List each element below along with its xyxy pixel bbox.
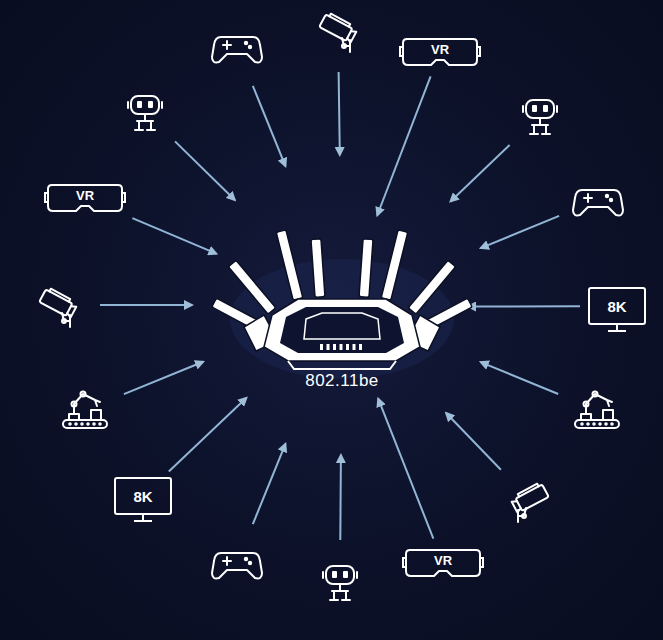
standard-label: 802.11be [305,371,379,391]
signal-arrow [481,362,558,394]
signal-arrow [446,413,501,470]
arm-icon [63,392,107,429]
signal-arrow [377,76,430,215]
signal-arrow [339,455,342,540]
signal-arrow [451,145,510,201]
signal-arrow [468,305,580,307]
device-label: VR [434,553,452,568]
camera-icon [39,287,78,327]
arm-icon [575,392,619,429]
vr-headset: VR [400,35,480,69]
monitor-8k: 8K [114,477,172,515]
robot-icon [128,96,162,130]
signal-arrow [175,141,235,200]
router-illustration [220,219,464,395]
device-label: VR [431,42,449,57]
signal-arrow [253,86,286,166]
gamepad-icon [573,190,623,215]
robot-icon [523,100,557,134]
wifi-router: 802.11be [220,219,464,395]
signal-arrow [100,304,192,306]
robot-icon [323,566,357,600]
device-label: VR [76,188,94,203]
vr-headset: VR [45,181,125,215]
vr-headset: VR [403,546,483,580]
signal-arrow [169,398,247,472]
device-label: 8K [133,488,152,505]
gamepad-icon [212,37,262,62]
gamepad-icon [212,553,262,578]
camera-icon [319,12,358,52]
signal-arrow [378,399,433,539]
signal-arrow [253,444,286,524]
signal-arrow [132,218,216,254]
camera-icon [510,482,549,522]
signal-arrow [481,216,559,248]
signal-arrow [339,72,340,155]
device-label: 8K [607,298,626,315]
signal-arrow [124,362,203,394]
monitor-8k: 8K [588,287,646,325]
